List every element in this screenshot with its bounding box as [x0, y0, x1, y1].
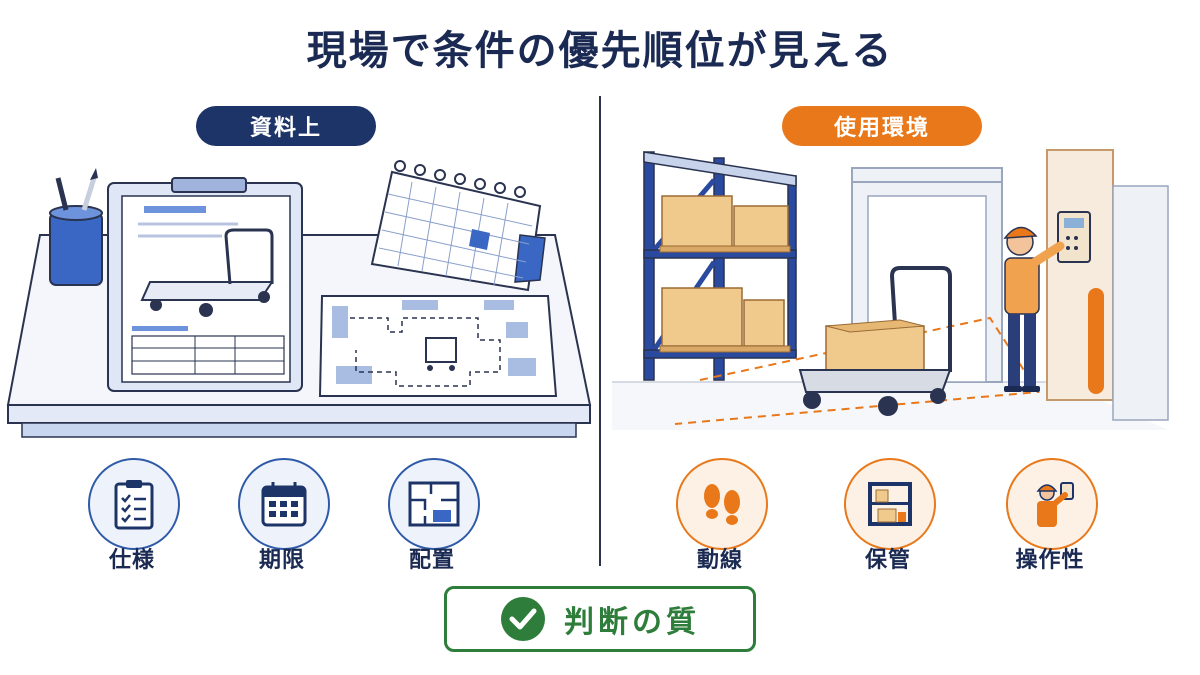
section-label-environment: 使用環境 — [782, 106, 982, 146]
spec-icon-circle — [88, 458, 180, 550]
layout-icon-circle — [388, 458, 480, 550]
calendar-icon — [261, 482, 307, 527]
footprints-icon — [704, 484, 740, 525]
floor-plan-icon — [408, 481, 460, 527]
flow-label: 動線 — [696, 548, 743, 573]
operability-icon-circle — [1006, 458, 1098, 550]
clipboard-checklist-icon — [114, 480, 154, 530]
worker-operating-icon — [1036, 482, 1074, 527]
page-title: 現場で条件の優先順位が見える — [306, 28, 894, 74]
flow-icon-circle — [676, 458, 768, 550]
storage-shelf-icon — [868, 482, 912, 526]
result-box: 判断の質 — [444, 586, 756, 652]
layout-label: 配置 — [408, 548, 455, 573]
storage-icon-circle — [844, 458, 936, 550]
center-divider — [599, 96, 601, 566]
check-circle-icon — [501, 597, 545, 641]
result-label: 判断の質 — [564, 605, 700, 640]
operability-label: 操作性 — [1015, 548, 1085, 573]
desk-scene-illustration — [6, 160, 592, 438]
section-label-documents: 資料上 — [196, 106, 376, 146]
storage-label: 保管 — [864, 548, 911, 573]
deadline-icon-circle — [238, 458, 330, 550]
deadline-label: 期限 — [258, 548, 305, 573]
spec-label: 仕様 — [108, 548, 155, 573]
